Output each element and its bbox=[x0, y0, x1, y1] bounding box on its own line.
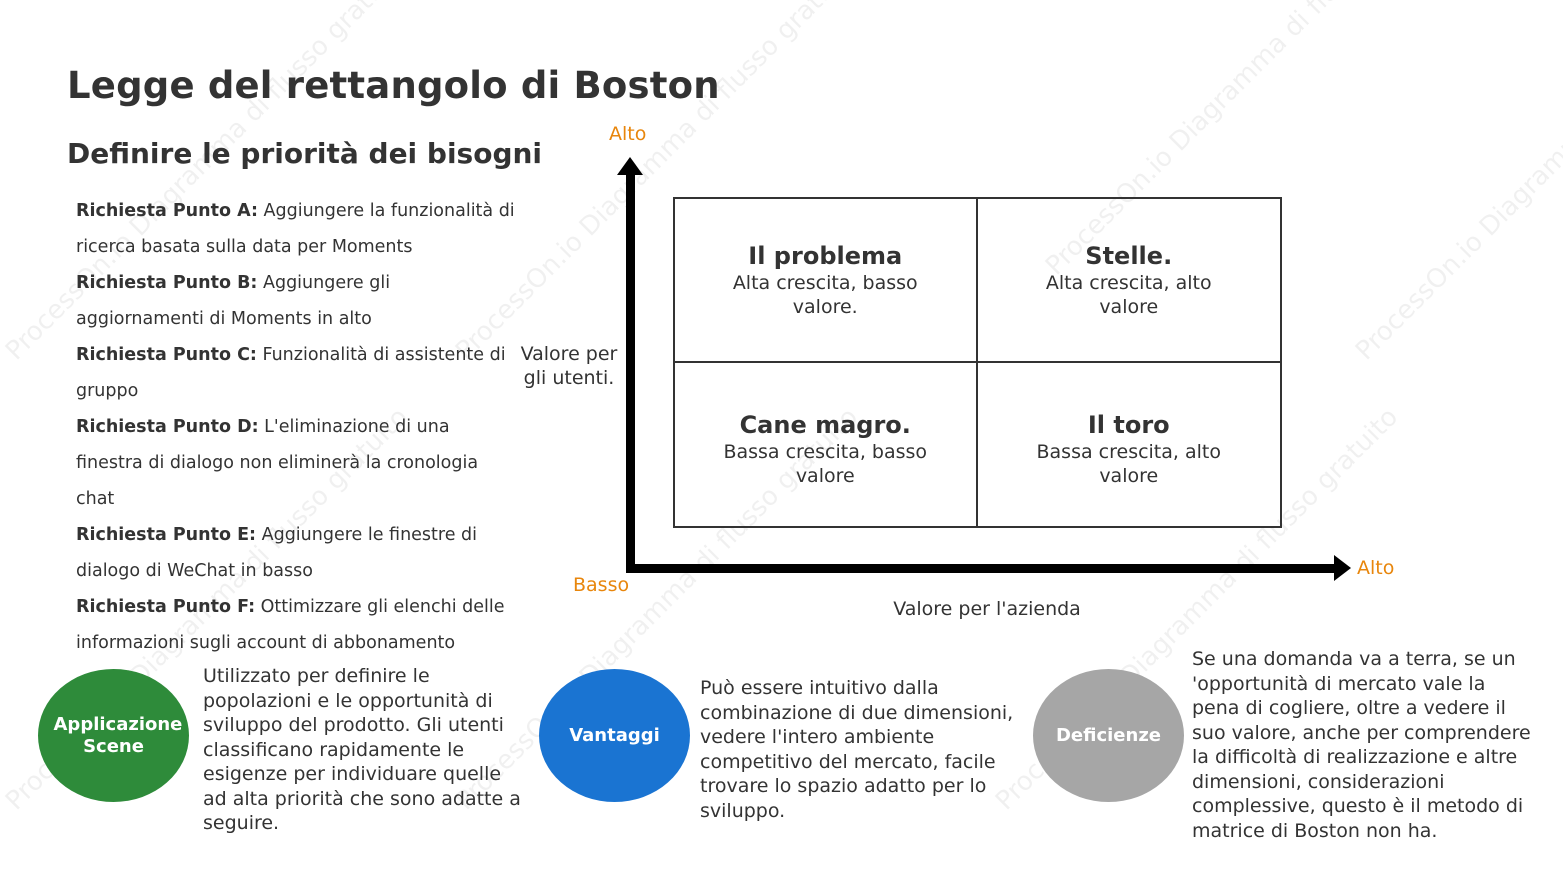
quadrant-description: Bassa crescita, basso valore bbox=[723, 441, 928, 488]
x-axis-arrow bbox=[1334, 555, 1351, 581]
requirement-item: Richiesta Punto A: Aggiungere la funzion… bbox=[76, 193, 516, 265]
requirement-label: Richiesta Punto D: bbox=[76, 417, 259, 437]
quadrant-title: Il toro bbox=[1087, 411, 1170, 440]
requirements-list: Richiesta Punto A: Aggiungere la funzion… bbox=[76, 193, 516, 661]
deficiencies-circle: Deficienze bbox=[1033, 669, 1184, 802]
quadrant-title: Il problema bbox=[748, 241, 903, 270]
scene-label: Applicazione Scene bbox=[53, 713, 183, 757]
quadrant-dog: Cane magro. Bassa crescita, basso valore bbox=[675, 362, 978, 526]
requirement-text: Aggiungere le finestre di dialogo di WeC… bbox=[76, 525, 478, 581]
quadrant-title: Cane magro. bbox=[739, 411, 911, 440]
y-axis-arrow bbox=[617, 157, 643, 175]
requirement-text: Ottimizzare gli elenchi delle informazio… bbox=[76, 597, 505, 653]
requirement-label: Richiesta Punto B: bbox=[76, 273, 258, 293]
requirement-text: Funzionalità di assistente di gruppo bbox=[76, 345, 506, 401]
y-axis-high-label: Alto bbox=[609, 123, 647, 145]
requirement-text: L'eliminazione di una finestra di dialog… bbox=[76, 417, 479, 509]
requirement-item: Richiesta Punto C: Funzionalità di assis… bbox=[76, 337, 516, 409]
watermark: ProcessOn.io Diagramma di flusso gratuit… bbox=[1350, 0, 1563, 367]
quadrant-stars: Stelle. Alta crescita, alto valore bbox=[977, 199, 1280, 363]
advantages-description: Può essere intuitivo dalla combinazione … bbox=[700, 677, 1014, 822]
requirement-item: Richiesta Punto D: L'eliminazione di una… bbox=[76, 409, 516, 517]
quadrant-bull: Il toro Bassa crescita, alto valore bbox=[978, 363, 1281, 527]
deficiencies-description: Se una domanda va a terra, se un 'opport… bbox=[1192, 648, 1531, 842]
quadrant-description: Alta crescita, basso valore. bbox=[732, 271, 918, 318]
page-subtitle: Definire le priorità dei bisogni bbox=[67, 137, 543, 170]
requirement-text: Aggiungere la funzionalità di ricerca ba… bbox=[76, 201, 515, 257]
y-axis-title: Valore per gli utenti. bbox=[520, 343, 618, 389]
requirement-label: Richiesta Punto E: bbox=[76, 525, 257, 545]
x-axis-title: Valore per l'azienda bbox=[893, 598, 1081, 620]
scene-circle: Applicazione Scene bbox=[38, 669, 189, 802]
quadrant-problem: Il problema Alta crescita, basso valore. bbox=[675, 199, 978, 363]
y-axis-line bbox=[626, 170, 635, 573]
x-axis-high-label: Alto bbox=[1357, 557, 1395, 579]
requirement-item: Richiesta Punto F: Ottimizzare gli elenc… bbox=[76, 589, 516, 661]
requirement-text: Aggiungere gli aggiornamenti di Moments … bbox=[76, 273, 391, 329]
boston-matrix: Il problema Alta crescita, basso valore.… bbox=[673, 197, 1282, 528]
deficiencies-label: Deficienze bbox=[1055, 724, 1162, 746]
page-title: Legge del rettangolo di Boston bbox=[67, 64, 720, 107]
requirement-label: Richiesta Punto F: bbox=[76, 597, 256, 617]
advantages-circle: Vantaggi bbox=[539, 669, 690, 802]
quadrant-description: Alta crescita, alto valore bbox=[1045, 271, 1212, 318]
quadrant-title: Stelle. bbox=[1085, 241, 1173, 270]
origin-low-label: Basso bbox=[573, 574, 630, 596]
requirement-label: Richiesta Punto C: bbox=[76, 345, 257, 365]
scene-description: Utilizzato per definire le popolazioni e… bbox=[203, 665, 521, 834]
requirement-item: Richiesta Punto B: Aggiungere gli aggior… bbox=[76, 265, 516, 337]
x-axis-line bbox=[626, 564, 1338, 573]
requirement-label: Richiesta Punto A: bbox=[76, 201, 258, 221]
advantages-label: Vantaggi bbox=[569, 724, 660, 746]
quadrant-description: Bassa crescita, alto valore bbox=[1036, 441, 1221, 488]
requirement-item: Richiesta Punto E: Aggiungere le finestr… bbox=[76, 517, 516, 589]
